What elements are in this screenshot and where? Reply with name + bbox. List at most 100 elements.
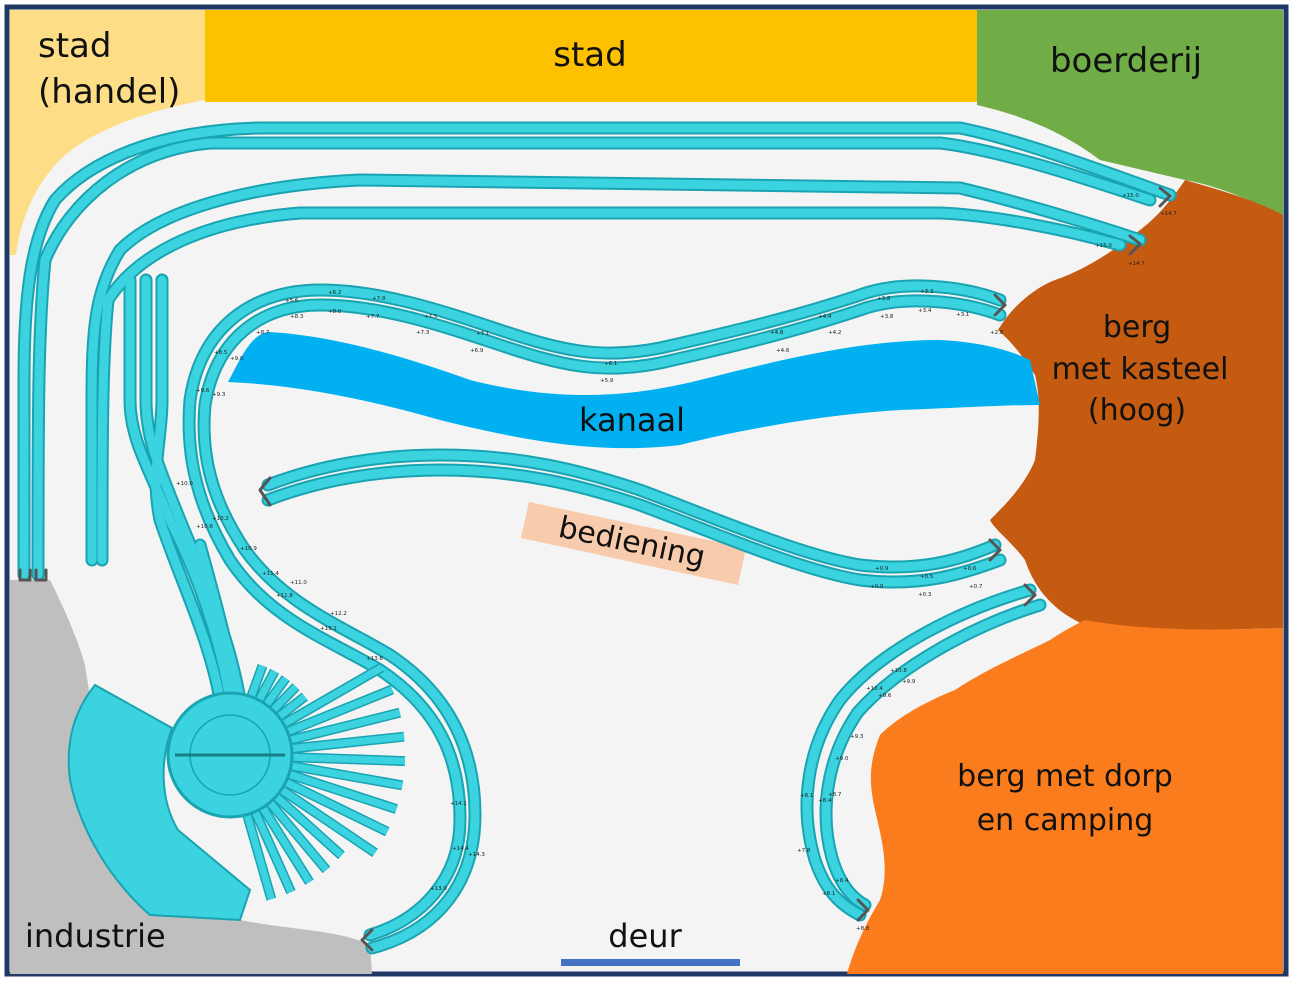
radial-track bbox=[285, 770, 398, 813]
zone-stad bbox=[205, 10, 977, 102]
height-mark: +8.8 bbox=[856, 926, 870, 932]
track-plan bbox=[17, 121, 1177, 955]
height-mark: +8.4 bbox=[835, 878, 849, 884]
height-mark: +9.6 bbox=[878, 693, 892, 699]
height-mark: +3.1 bbox=[956, 312, 969, 318]
height-mark: +3.3 bbox=[920, 289, 934, 295]
height-mark: +14.3 bbox=[468, 852, 485, 858]
height-mark: +15.0 bbox=[1095, 243, 1112, 249]
height-mark: +8.1 bbox=[800, 793, 813, 799]
height-mark: +10.6 bbox=[196, 524, 213, 530]
radial-track bbox=[280, 664, 384, 729]
zone-berg-dorp bbox=[847, 620, 1283, 974]
height-mark: +13.1 bbox=[320, 626, 337, 632]
door-marker bbox=[561, 959, 740, 966]
label-industrie: industrie bbox=[25, 917, 166, 955]
label-stad: stad bbox=[553, 35, 626, 75]
radial-track bbox=[289, 733, 405, 753]
height-mark: +8.7 bbox=[828, 792, 842, 798]
height-mark: +0.3 bbox=[918, 592, 932, 598]
buffer-stop-left-helix bbox=[360, 928, 374, 952]
height-mark: +8.1 bbox=[822, 891, 835, 897]
height-mark: +5.9 bbox=[600, 378, 614, 384]
radial-track bbox=[269, 684, 299, 715]
height-mark: +4.4 bbox=[818, 314, 832, 320]
label-boerderij: boerderij bbox=[1050, 41, 1202, 81]
buffer-stop-right-helix bbox=[1023, 583, 1037, 607]
height-mark: +14.4 bbox=[452, 846, 469, 852]
buffer-stop-right-b bbox=[1128, 234, 1142, 256]
zone-stad-handel bbox=[10, 10, 205, 255]
height-mark: +7.1 bbox=[476, 331, 489, 337]
radial-track bbox=[277, 785, 378, 856]
radial-track bbox=[262, 676, 289, 709]
radial-track bbox=[282, 778, 389, 835]
radial-track bbox=[284, 686, 394, 736]
height-mark: +8.4 bbox=[818, 798, 832, 804]
zone-boerderij bbox=[977, 10, 1283, 215]
height-mark: +4.8 bbox=[770, 330, 784, 336]
height-mark: +3.8 bbox=[880, 314, 894, 320]
height-mark: +7.3 bbox=[416, 330, 430, 336]
height-mark: +0.7 bbox=[969, 584, 983, 590]
height-mark: +9.9 bbox=[902, 679, 916, 685]
height-mark: +7.8 bbox=[797, 848, 811, 854]
height-mark: +10.8 bbox=[890, 668, 907, 674]
label-deur: deur bbox=[608, 917, 682, 955]
height-mark: +6.2 bbox=[328, 290, 341, 296]
height-mark: +6.1 bbox=[604, 361, 617, 367]
height-mark: +3.4 bbox=[918, 308, 932, 314]
height-mark: +0.9 bbox=[875, 566, 889, 572]
radial-track bbox=[255, 669, 278, 704]
radial-track bbox=[247, 664, 266, 700]
radial-track bbox=[258, 804, 313, 885]
height-mark: +7.7 bbox=[366, 314, 380, 320]
radial-track bbox=[265, 798, 330, 873]
height-mark: +2.8 bbox=[990, 330, 1004, 336]
height-mark: +10.9 bbox=[240, 546, 257, 552]
height-mark: +0.5 bbox=[920, 574, 934, 580]
height-mark: +8.7 bbox=[256, 330, 270, 336]
height-mark: +5.6 bbox=[285, 298, 299, 304]
buffer-stop-bottom-right bbox=[856, 898, 870, 922]
height-mark: +9.6 bbox=[196, 388, 210, 394]
height-mark: +8.0 bbox=[328, 309, 342, 315]
height-mark: +4.6 bbox=[776, 348, 790, 354]
height-mark: +10.0 bbox=[176, 481, 193, 487]
height-mark: +9.0 bbox=[835, 756, 849, 762]
radial-track bbox=[289, 753, 406, 765]
height-mark: +9.3 bbox=[850, 734, 864, 740]
height-mark: +8.5 bbox=[214, 350, 228, 356]
radial-track bbox=[275, 693, 308, 721]
height-mark: +6.9 bbox=[470, 348, 484, 354]
height-mark: +12.2 bbox=[330, 611, 347, 617]
height-mark: +3.8 bbox=[877, 296, 891, 302]
radial-track bbox=[272, 792, 344, 858]
radial-track bbox=[251, 808, 295, 894]
height-mark: +0.0 bbox=[870, 584, 884, 590]
height-mark: +7.9 bbox=[372, 296, 386, 302]
height-mark: +15.0 bbox=[1122, 193, 1139, 199]
height-mark: +11.0 bbox=[290, 580, 307, 586]
height-mark: +9.0 bbox=[230, 356, 244, 362]
height-mark: +9.3 bbox=[212, 392, 226, 398]
radial-track bbox=[288, 761, 403, 789]
buffer-stop-left-a bbox=[18, 568, 32, 582]
height-mark: +14.7 bbox=[1160, 211, 1177, 217]
zone-kanaal bbox=[228, 332, 1040, 449]
zone-berg-kasteel bbox=[990, 180, 1283, 630]
buffer-stop-right-a bbox=[1158, 186, 1172, 208]
turntable-area bbox=[67, 663, 406, 922]
height-mark: +11.4 bbox=[262, 571, 279, 577]
buffer-stop-left-b bbox=[34, 568, 48, 582]
label-kanaal: kanaal bbox=[579, 401, 685, 439]
roundhouse bbox=[67, 683, 252, 922]
buffer-stop-middle-loop bbox=[258, 476, 272, 507]
height-mark: +8.3 bbox=[290, 314, 304, 320]
buffer-stop-top-loop bbox=[993, 293, 1007, 317]
height-mark: +14.1 bbox=[450, 801, 467, 807]
height-mark: +10.2 bbox=[212, 516, 229, 522]
